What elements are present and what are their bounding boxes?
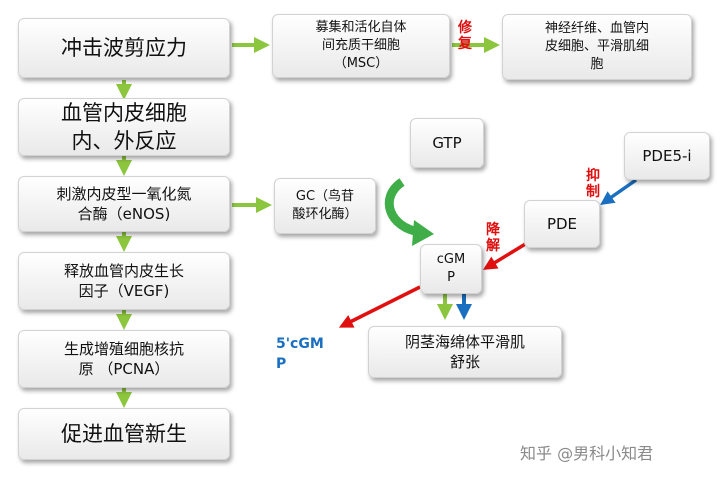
relax-line1: 阴茎海绵体平滑肌 <box>404 333 525 351</box>
relax-box: 阴茎海绵体平滑肌 舒张 <box>368 326 562 378</box>
pde-text: PDE <box>546 215 578 233</box>
pde5i-box: PDE5-i <box>624 132 710 180</box>
msc-line3: （MSC） <box>333 56 389 71</box>
msc-box: 募集和活化自体 间充质干细胞 （MSC） <box>272 14 450 78</box>
gc-box: GC（鸟苷 酸环化酶） <box>274 178 376 234</box>
target-line2: 皮细胞、平滑肌细 <box>544 39 649 54</box>
gc-line1: GC（鸟苷 <box>295 189 355 204</box>
degrade-char-1: 降 <box>486 222 500 238</box>
degrade-label: 降 解 <box>486 222 500 254</box>
five-cgmp-line2: P <box>276 356 287 372</box>
gc-line2: 酸环化酶） <box>292 207 358 222</box>
repair-label: 修 复 <box>458 20 472 52</box>
step4-line1: 释放血管内皮生长 <box>63 262 184 280</box>
step4-line2: 因子（VEGF) <box>78 282 170 300</box>
relax-line2: 舒张 <box>449 353 480 371</box>
cgmp-box: cGM P <box>420 244 482 294</box>
gtp-box: GTP <box>410 118 484 168</box>
step5-line2: 原 （PCNA） <box>78 360 170 378</box>
step1-text: 冲击波剪应力 <box>61 36 187 60</box>
step1-box: 冲击波剪应力 <box>18 18 230 78</box>
step2-line1: 血管内皮细胞 <box>61 101 187 125</box>
step4-box: 释放血管内皮生长 因子（VEGF) <box>18 252 230 310</box>
step5-line1: 生成增殖细胞核抗 <box>63 340 184 358</box>
five-cgmp-line1: 5'cGM <box>276 336 324 352</box>
step6-text: 促进血管新生 <box>61 422 187 446</box>
msc-line2: 间充质干细胞 <box>321 38 400 53</box>
pde5i-text: PDE5-i <box>642 147 692 165</box>
step2-box: 血管内皮细胞 内、外反应 <box>18 98 230 156</box>
degrade-char-2: 解 <box>486 238 500 254</box>
step6-box: 促进血管新生 <box>18 408 230 460</box>
arrow-pde5i-pde <box>600 178 638 206</box>
cgmp-line1: cGM <box>436 252 466 267</box>
step5-box: 生成增殖细胞核抗 原 （PCNA） <box>18 330 230 388</box>
inhibit-char-2: 制 <box>586 184 600 200</box>
step3-line1: 刺激内皮型一氧化氮 <box>56 185 192 203</box>
arrow-gtp-cgmp <box>384 178 421 237</box>
target-line3: 胞 <box>590 57 604 72</box>
repair-char-2: 复 <box>458 36 472 52</box>
cgmp-line2: P <box>447 270 455 285</box>
inhibit-char-1: 抑 <box>586 168 600 184</box>
arrow-gtp-cgmp-head <box>412 220 434 246</box>
watermark: 知乎 @男科小知君 <box>520 444 654 463</box>
pde-box: PDE <box>524 200 600 248</box>
step3-line2: 合酶（eNOS) <box>77 205 171 223</box>
msc-line1: 募集和活化自体 <box>315 20 407 35</box>
gtp-text: GTP <box>432 134 462 152</box>
target-cells-box: 神经纤维、血管内 皮细胞、平滑肌细 胞 <box>502 14 692 80</box>
repair-char-1: 修 <box>458 20 472 36</box>
five-cgmp-label: 5'cGM P <box>276 334 324 374</box>
inhibit-label: 抑 制 <box>586 168 600 200</box>
step3-box: 刺激内皮型一氧化氮 合酶（eNOS) <box>18 176 230 232</box>
target-line1: 神经纤维、血管内 <box>544 21 649 36</box>
arrow-cgmp-5cgmp <box>338 285 421 328</box>
step2-line2: 内、外反应 <box>71 129 177 153</box>
